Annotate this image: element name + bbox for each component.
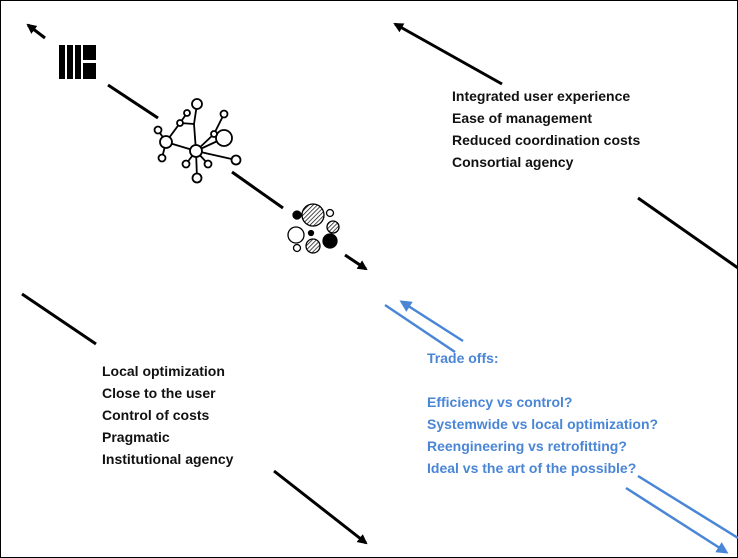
blue-arrow-pair-bottom	[625, 474, 738, 554]
benefit-item: Institutional agency	[102, 451, 234, 467]
local-benefits-list: Local optimization Close to the user Con…	[102, 360, 233, 470]
line-left-middle	[21, 292, 97, 346]
arrow-top-right-up	[393, 22, 503, 86]
trade-offs-heading: Trade offs:	[427, 350, 499, 366]
arrow-circles-down	[344, 253, 368, 271]
benefit-item: Pragmatic	[102, 429, 170, 445]
benefit-item: Integrated user experience	[452, 88, 631, 104]
connector-network-to-circles	[231, 170, 284, 210]
benefit-item: Close to the user	[102, 385, 216, 401]
connector-blocks-to-network	[107, 83, 159, 120]
centralized-benefits-list: Integrated user experience Ease of manag…	[452, 85, 640, 173]
arrow-bottom-center	[273, 469, 368, 545]
benefit-item: Reduced coordination costs	[452, 132, 641, 148]
trade-off-item: Efficiency vs control?	[427, 394, 573, 410]
distributed-circles-icon	[287, 203, 340, 254]
benefit-item: Control of costs	[102, 407, 210, 423]
trade-off-item: Ideal vs the art of the possible?	[427, 460, 637, 476]
benefit-item: Consortial agency	[452, 154, 574, 170]
centralized-blocks-icon	[59, 45, 96, 79]
benefit-item: Local optimization	[102, 363, 225, 379]
line-right-middle	[637, 196, 738, 270]
trade-off-item: Systemwide vs local optimization?	[427, 416, 659, 432]
benefit-item: Ease of management	[452, 110, 593, 126]
trade-off-item: Reengineering vs retrofitting?	[427, 438, 627, 454]
arrow-top-left	[26, 23, 46, 40]
blue-arrow-pair-top	[384, 300, 464, 354]
network-nodes-icon	[153, 98, 242, 184]
spacer	[427, 369, 658, 391]
trade-offs-list: Trade offs: Efficiency vs control? Syste…	[427, 347, 658, 479]
